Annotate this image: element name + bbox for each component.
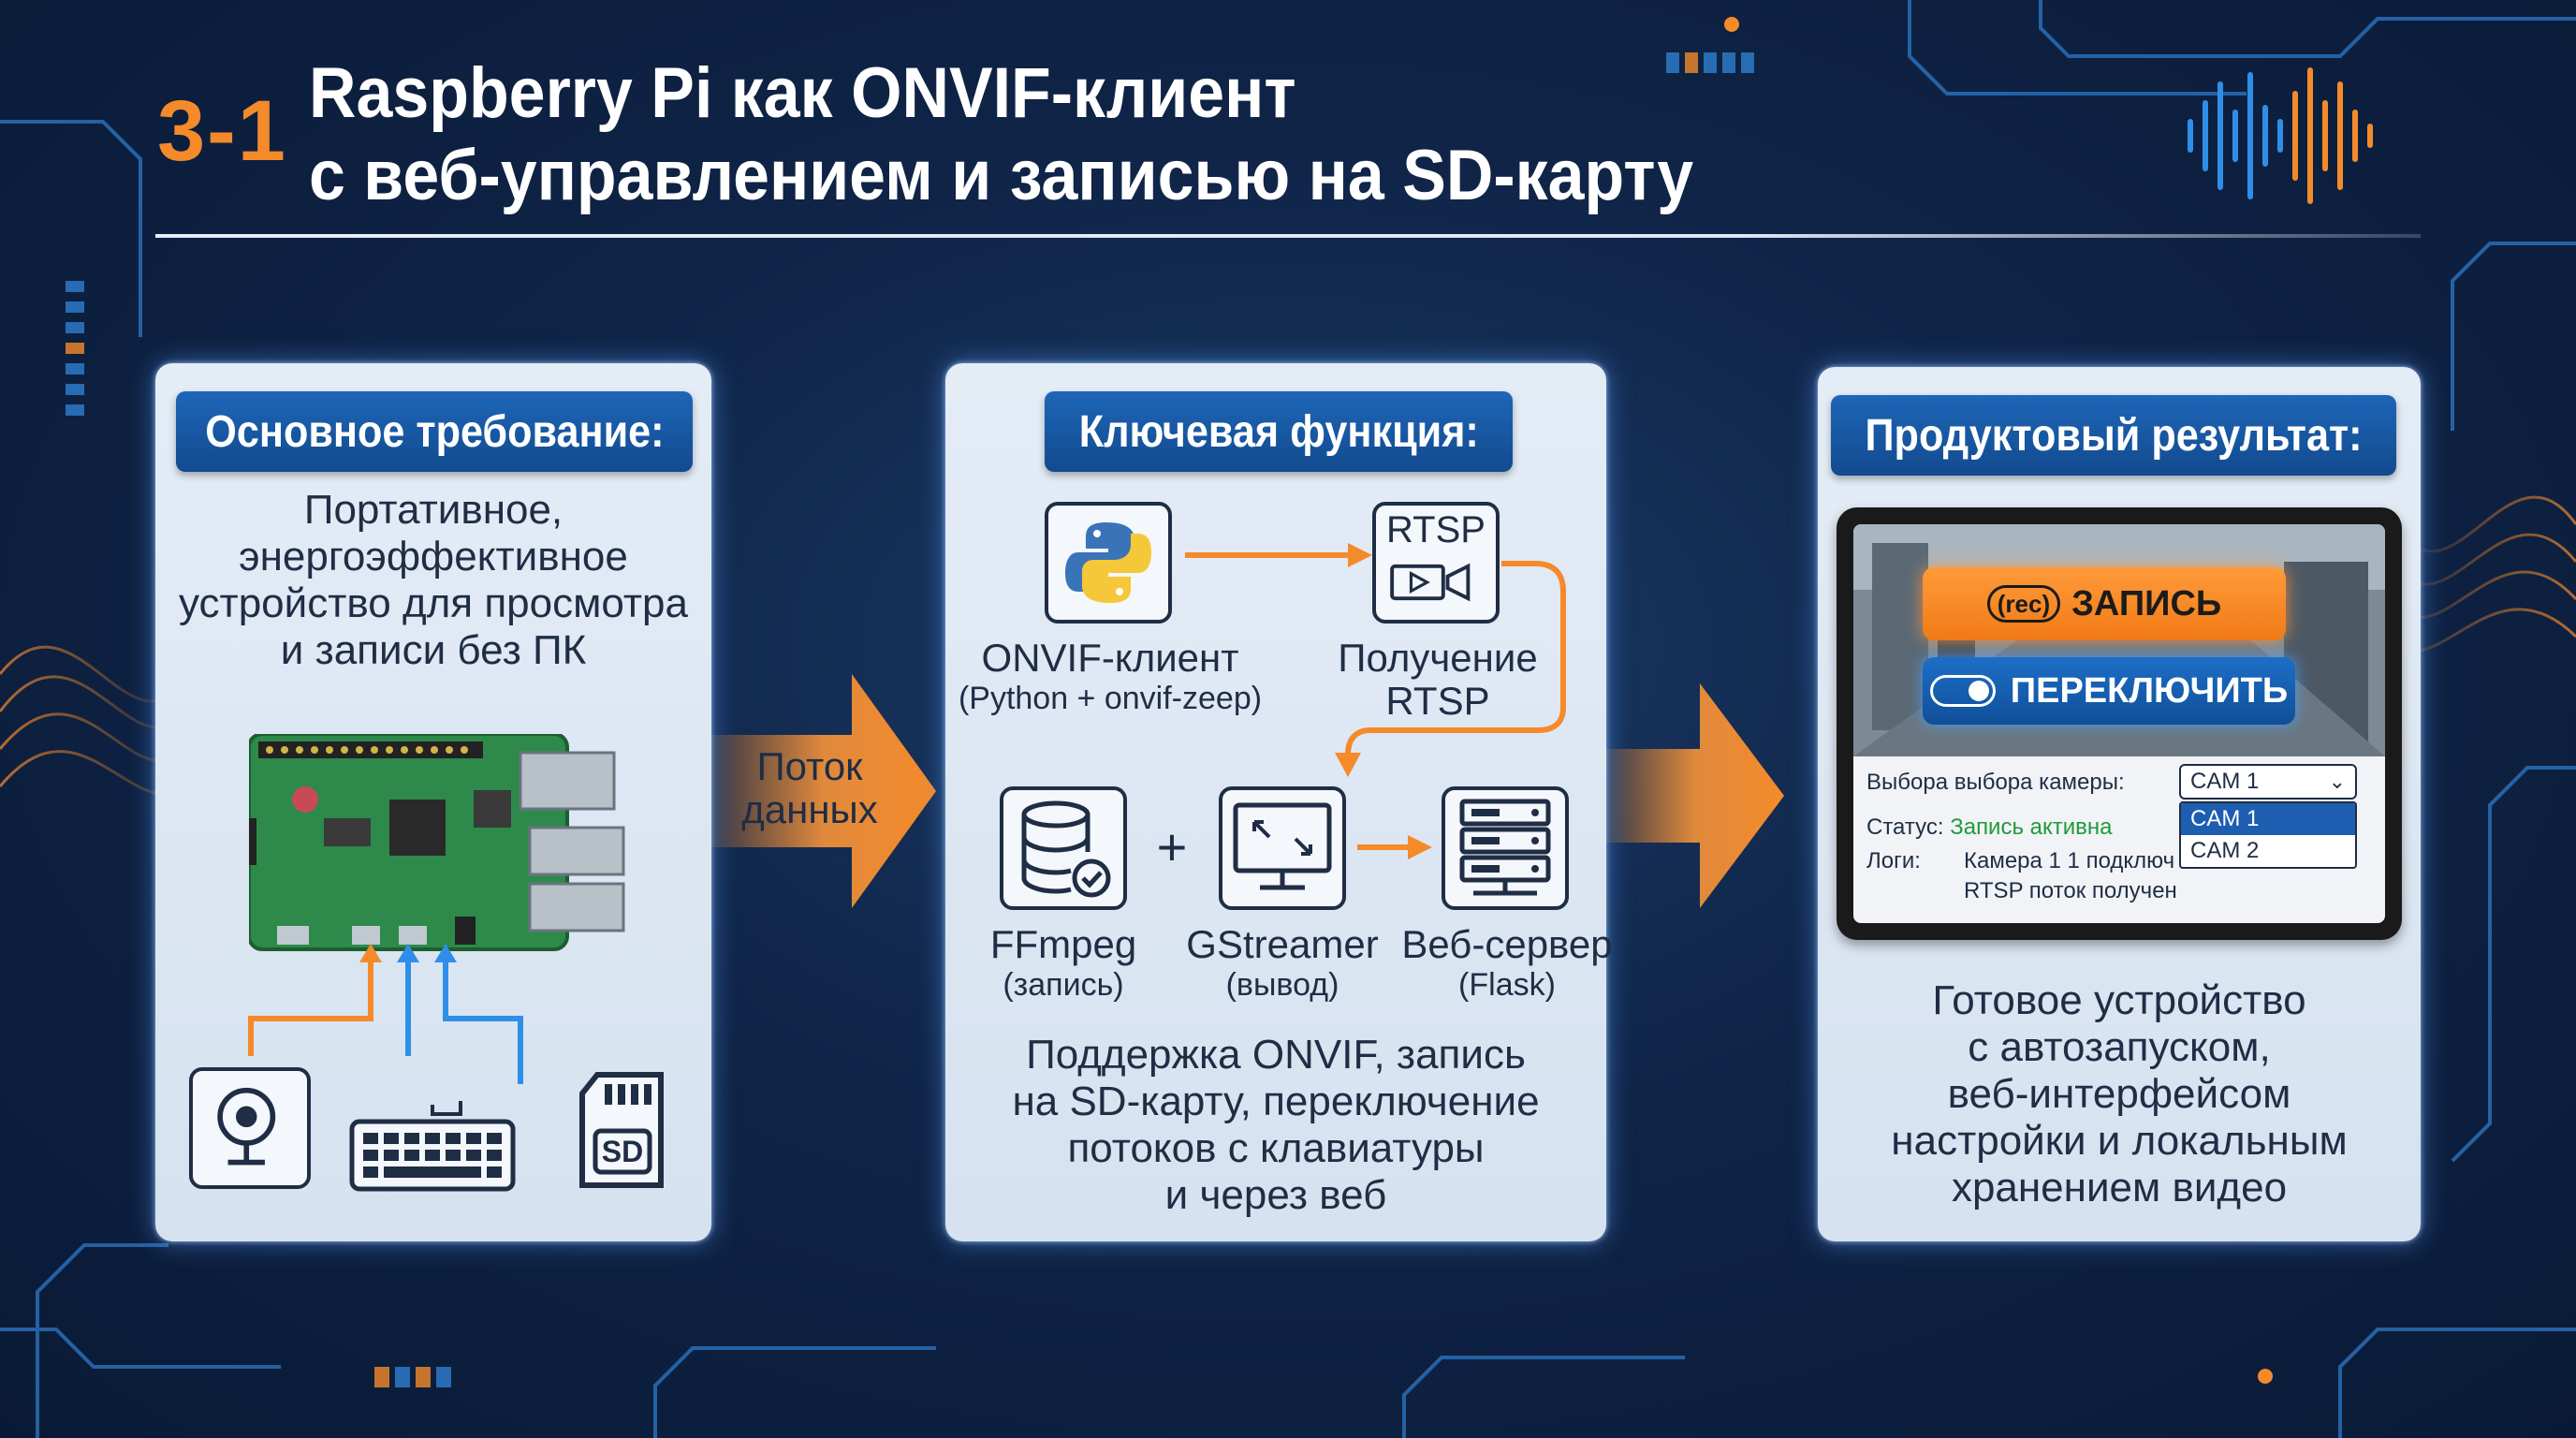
gstreamer-sub: (вывод) [1225,967,1339,1003]
keyboard-icon [349,1101,516,1192]
status-value: Запись активна [1950,814,2113,840]
logs-label: Логи: [1866,848,1921,873]
raspberry-pi-board-icon [249,734,625,951]
arrow-gstreamer-to-web [1357,835,1432,859]
camera-select-label: Выбора выбора камеры: [1866,770,2125,795]
camera-view: (rec) ЗАПИСЬ ПЕРЕКЛЮЧИТЬ Выбора выбора к… [1853,524,2385,923]
flow-arrow-label: Поток данных [741,744,878,831]
sd-card-label: SD [601,1135,644,1168]
product-result-text: Готовое устройство с автозапуском, веб-и… [1891,977,2348,1211]
slide-title: Raspberry Pi как ONVIF-клиент с веб-упра… [309,52,1773,217]
status-row: Статус: Запись активна [1866,814,2113,840]
rtsp-receive-sub: RTSP [1385,679,1490,723]
panel-product-result: Продуктовый результат: (rec) ЗАПИСЬ [1818,367,2421,1241]
key-function-text: Поддержка ONVIF, запись на SD-карту, пер… [1012,1032,1540,1218]
flow-arrow-2 [1606,683,1784,908]
peripheral-connections [248,944,523,1084]
gstreamer-monitor-icon [1219,786,1346,910]
camera-select[interactable]: CAM 1 ⌄ [2179,764,2357,800]
arrow-rtsp-to-gstreamer [1335,561,1566,777]
panel-requirement: Основное требование: Портативное, энерго… [155,363,711,1241]
title-line-1: Raspberry Pi как ONVIF-клиент [309,53,1296,133]
log-line-2: RTSP поток получен [1964,878,2177,903]
tablet-screen-mockup: (rec) ЗАПИСЬ ПЕРЕКЛЮЧИТЬ Выбора выбора к… [1837,507,2402,940]
arrow-onvif-to-rtsp [1185,543,1372,567]
slide-number: 3-1 [157,83,287,179]
webcam-icon [189,1067,311,1189]
camera-dropdown: CAM 1 CAM 2 [2179,801,2357,869]
rtsp-receive-label: Получение [1338,636,1538,680]
ffmpeg-label: FFmpeg [989,922,1137,966]
control-panel: Выбора выбора камеры: CAM 1 ⌄ CAM 1 CAM … [1853,756,2385,923]
sd-card-icon: SD [578,1071,665,1189]
onvif-client-sub: (Python + onvif-zeep) [958,681,1263,716]
requirement-text: Портативное, энергоэффективное устройств… [179,487,688,673]
record-button[interactable]: (rec) ЗАПИСЬ [1923,567,2286,640]
toggle-icon [1929,675,1996,707]
web-server-icon [1442,786,1569,910]
web-server-label: Веб-сервер [1401,922,1613,966]
flow-arrow-1 [711,674,936,908]
panel-key-function: Ключевая функция: ONVIF-клиент (Python +… [945,363,1613,1241]
chevron-down-icon: ⌄ [2328,770,2346,793]
gstreamer-label: GStreamer [1186,922,1379,966]
python-icon [1045,502,1172,624]
product-result-badge: Продуктовый результат: [1831,395,2396,476]
requirement-badge: Основное требование: [176,391,693,472]
web-server-sub: (Flask) [1458,967,1556,1003]
title-divider [155,234,2421,238]
camera-option-2[interactable]: CAM 2 [2190,838,2260,863]
key-function-badge: Ключевая функция: [1045,391,1513,472]
onvif-client-label: ONVIF-клиент [981,636,1239,680]
switch-stream-button[interactable]: ПЕРЕКЛЮЧИТЬ [1923,657,2295,725]
rtsp-camera-icon: RTSP [1372,502,1500,624]
plus-sign: + [1156,817,1188,876]
rec-icon: (rec) [1986,585,2061,623]
camera-option-1[interactable]: CAM 1 [2181,803,2355,835]
camera-feed: (rec) ЗАПИСЬ ПЕРЕКЛЮЧИТЬ [1853,524,2385,756]
ffmpeg-sub: (запись) [1003,967,1124,1003]
log-line-1: Камера 1 1 подключ [1964,848,2174,873]
ffmpeg-database-icon [1000,786,1127,910]
title-line-2: с веб-управлением и записью на SD-карту [309,136,1694,215]
